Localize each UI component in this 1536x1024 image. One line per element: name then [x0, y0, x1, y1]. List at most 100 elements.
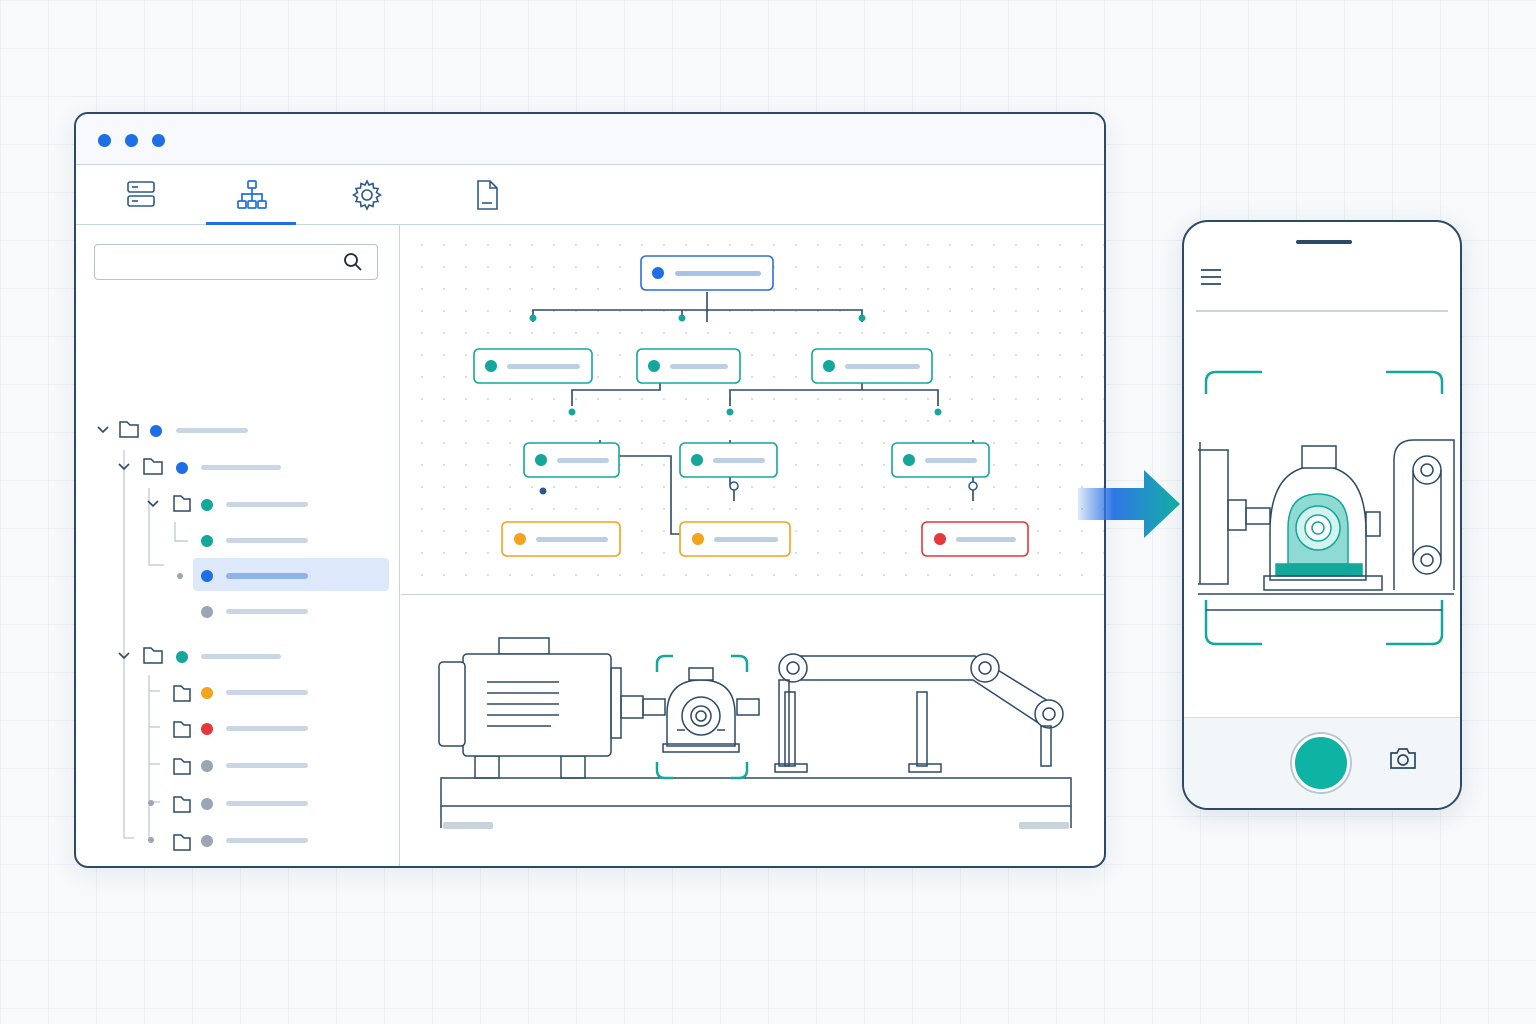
- status-dot: [201, 723, 213, 735]
- tree-row-label: [226, 609, 308, 614]
- shutter-button[interactable]: [1292, 734, 1350, 792]
- chevron-down-icon: [97, 426, 109, 434]
- tree-row[interactable]: [173, 685, 308, 702]
- tree-row-label: [226, 801, 308, 806]
- motor-illustration: [438, 637, 644, 779]
- flow-node[interactable]: [473, 348, 593, 384]
- tab-hierarchy[interactable]: [206, 164, 296, 225]
- status-dot: [934, 533, 946, 545]
- flow-node[interactable]: [636, 348, 741, 384]
- folder-icon: [173, 758, 191, 775]
- tree-row[interactable]: [201, 606, 308, 618]
- machine-schematic: [438, 637, 1072, 829]
- phone-header-divider: [1196, 310, 1448, 312]
- tab-servers[interactable]: [96, 164, 186, 224]
- conveyor-illustration: [774, 653, 1064, 773]
- tab-settings[interactable]: [321, 164, 411, 224]
- status-dot: [514, 533, 526, 545]
- transfer-arrow-icon: [1078, 470, 1180, 538]
- window-minimize-dot[interactable]: [125, 134, 138, 147]
- hierarchy-icon: [237, 180, 267, 209]
- folder-icon: [143, 647, 163, 664]
- flow-node-error[interactable]: [921, 521, 1029, 557]
- node-label: [670, 364, 728, 369]
- status-dot: [201, 499, 213, 511]
- gear-icon: [351, 179, 383, 211]
- tree-row-label: [226, 838, 308, 843]
- status-dot: [201, 570, 213, 582]
- tree-row-label: [226, 573, 308, 579]
- tree-row-label: [226, 763, 308, 768]
- chevron-down-icon: [118, 652, 130, 660]
- flow-diagram-panel: [401, 224, 1104, 595]
- tree-row-label: [226, 690, 308, 695]
- node-label: [536, 537, 608, 542]
- mobile-device: [1182, 220, 1462, 810]
- tree-view: [97, 421, 389, 851]
- node-label: [557, 458, 609, 463]
- chevron-down-icon: [118, 463, 130, 471]
- flow-node-warning[interactable]: [501, 521, 621, 557]
- tree-row[interactable]: [173, 721, 308, 738]
- tree-row[interactable]: [147, 495, 308, 512]
- node-label: [507, 364, 580, 369]
- status-dot: [692, 533, 704, 545]
- pump-closeup-illustration: [1198, 439, 1455, 611]
- status-dot: [903, 454, 915, 466]
- flow-node[interactable]: [891, 442, 990, 478]
- window-close-dot[interactable]: [98, 134, 111, 147]
- folder-icon: [173, 495, 191, 512]
- tree-row-label: [226, 502, 308, 507]
- window-maximize-dot[interactable]: [152, 134, 165, 147]
- chevron-down-icon: [147, 500, 159, 508]
- status-dot: [535, 454, 547, 466]
- tab-documents[interactable]: [441, 164, 531, 224]
- status-dot: [648, 360, 660, 372]
- search-input[interactable]: [103, 251, 337, 273]
- document-icon: [477, 180, 498, 210]
- pump-illustration: [642, 667, 760, 753]
- flow-node[interactable]: [811, 348, 933, 384]
- tree-row-label: [226, 538, 308, 543]
- status-dot: [823, 360, 835, 372]
- tree-row-selected[interactable]: [177, 570, 308, 582]
- machine-base: [440, 777, 1072, 829]
- tree-row[interactable]: [173, 758, 308, 775]
- status-dot: [691, 454, 703, 466]
- folder-icon: [119, 421, 139, 438]
- connector-dot: [177, 573, 183, 579]
- main-content-area: [401, 224, 1104, 866]
- tree-row-label: [226, 726, 308, 731]
- detection-focus-brackets: [655, 654, 749, 780]
- tree-row[interactable]: [148, 796, 308, 813]
- status-dot: [201, 535, 213, 547]
- status-dot: [201, 798, 213, 810]
- status-dot: [176, 462, 188, 474]
- flow-node[interactable]: [523, 442, 620, 478]
- search-box: [94, 244, 378, 280]
- tree-row[interactable]: [97, 421, 248, 438]
- tree-row[interactable]: [118, 647, 281, 664]
- status-dot: [201, 606, 213, 618]
- node-label: [714, 537, 778, 542]
- search-icon[interactable]: [343, 252, 363, 272]
- node-label: [956, 537, 1016, 542]
- tree-row[interactable]: [148, 834, 308, 851]
- folder-icon: [143, 458, 163, 475]
- folder-icon: [173, 721, 191, 738]
- tree-row[interactable]: [118, 458, 281, 475]
- status-dot: [176, 651, 188, 663]
- hamburger-icon[interactable]: [1200, 268, 1222, 286]
- flow-node[interactable]: [679, 442, 778, 478]
- machine-schematic-panel: [401, 596, 1104, 866]
- node-label: [713, 458, 765, 463]
- camera-icon[interactable]: [1389, 746, 1417, 770]
- sidebar-tree-panel: [76, 224, 400, 866]
- toolbar: [76, 164, 1104, 225]
- flow-node-root[interactable]: [640, 255, 774, 291]
- flow-node-warning[interactable]: [679, 521, 791, 557]
- phone-speaker: [1296, 240, 1352, 244]
- tree-row[interactable]: [201, 535, 308, 547]
- camera-viewfinder: [1198, 370, 1455, 646]
- active-tab-indicator: [206, 222, 296, 225]
